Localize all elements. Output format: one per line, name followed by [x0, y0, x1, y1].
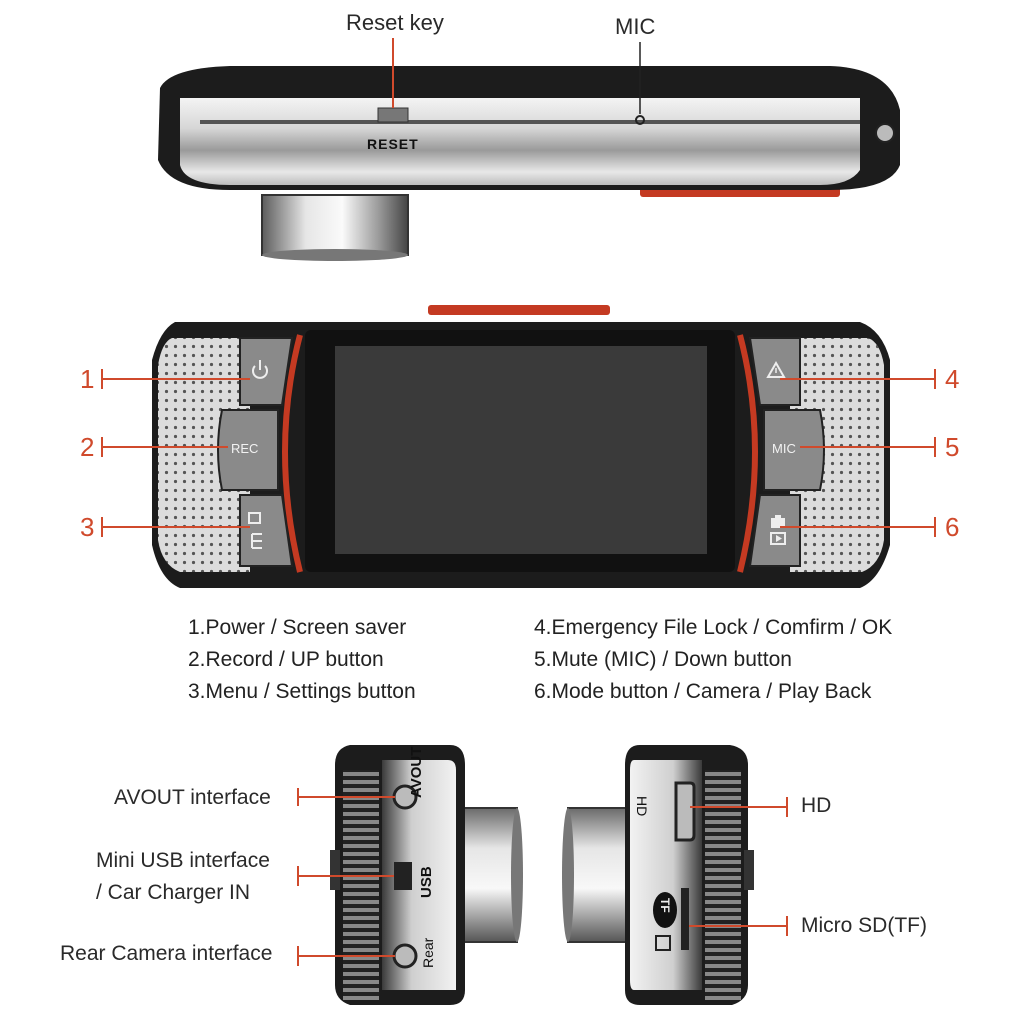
rec-button-label: REC: [231, 441, 259, 456]
warning-triangle-icon: [766, 360, 786, 378]
legend-item-1: 1.Power / Screen saver: [188, 616, 407, 639]
lcd-screen: [335, 346, 707, 554]
callout-6: 6: [945, 512, 960, 542]
mic-label: MIC: [615, 14, 656, 39]
power-icon: [252, 360, 268, 379]
legend-item-2: 2.Record / UP button: [188, 648, 384, 671]
hd-label: HD: [801, 794, 832, 817]
legend-item-4: 4.Emergency File Lock / Comfirm / OK: [534, 616, 893, 639]
mic-button-label: MIC: [772, 441, 796, 456]
right-side-device: [562, 745, 788, 1005]
reset-engraving: RESET: [367, 136, 419, 152]
rear-camera-interface-label: Rear Camera interface: [60, 942, 273, 965]
legend-item-6: 6.Mode button / Camera / Play Back: [534, 680, 872, 703]
rear-engraving: Rear: [420, 937, 436, 968]
micro-sd-label: Micro SD(TF): [801, 914, 927, 937]
tf-engraving: TF: [658, 898, 672, 913]
menu-icon: [248, 512, 262, 549]
callout-5: 5: [945, 432, 960, 462]
legend-item-5: 5.Mute (MIC) / Down button: [534, 648, 792, 671]
usb-interface-label-1: Mini USB interface: [96, 849, 270, 872]
tf-slot: [681, 888, 689, 950]
sd-card-icon: [655, 935, 671, 951]
hd-engraving: HD: [634, 796, 650, 817]
front-callout-lines: [101, 369, 936, 537]
rear-camera-port: [392, 943, 418, 969]
callout-1: 1: [80, 364, 95, 394]
usb-interface-label-2: / Car Charger IN: [96, 881, 251, 904]
callout-4: 4: [945, 364, 960, 394]
left-side-device: [297, 745, 523, 1005]
callout-2: 2: [80, 432, 95, 462]
front-view-device: [101, 305, 936, 588]
top-view-device: [158, 38, 900, 261]
callout-3: 3: [80, 512, 95, 542]
avout-engraving: AVOUT: [408, 746, 425, 798]
camera-playback-icon: [770, 515, 786, 545]
legend-right: 4.Emergency File Lock / Comfirm / OK 5.M…: [534, 612, 892, 708]
hd-port: [674, 781, 696, 842]
legend-item-3: 3.Menu / Settings button: [188, 680, 416, 703]
usb-engraving: USB: [418, 866, 435, 898]
reset-key-label: Reset key: [346, 10, 444, 35]
usb-port: [394, 862, 412, 890]
avout-interface-label: AVOUT interface: [114, 786, 271, 809]
legend-left: 1.Power / Screen saver 2.Record / UP but…: [188, 612, 416, 708]
